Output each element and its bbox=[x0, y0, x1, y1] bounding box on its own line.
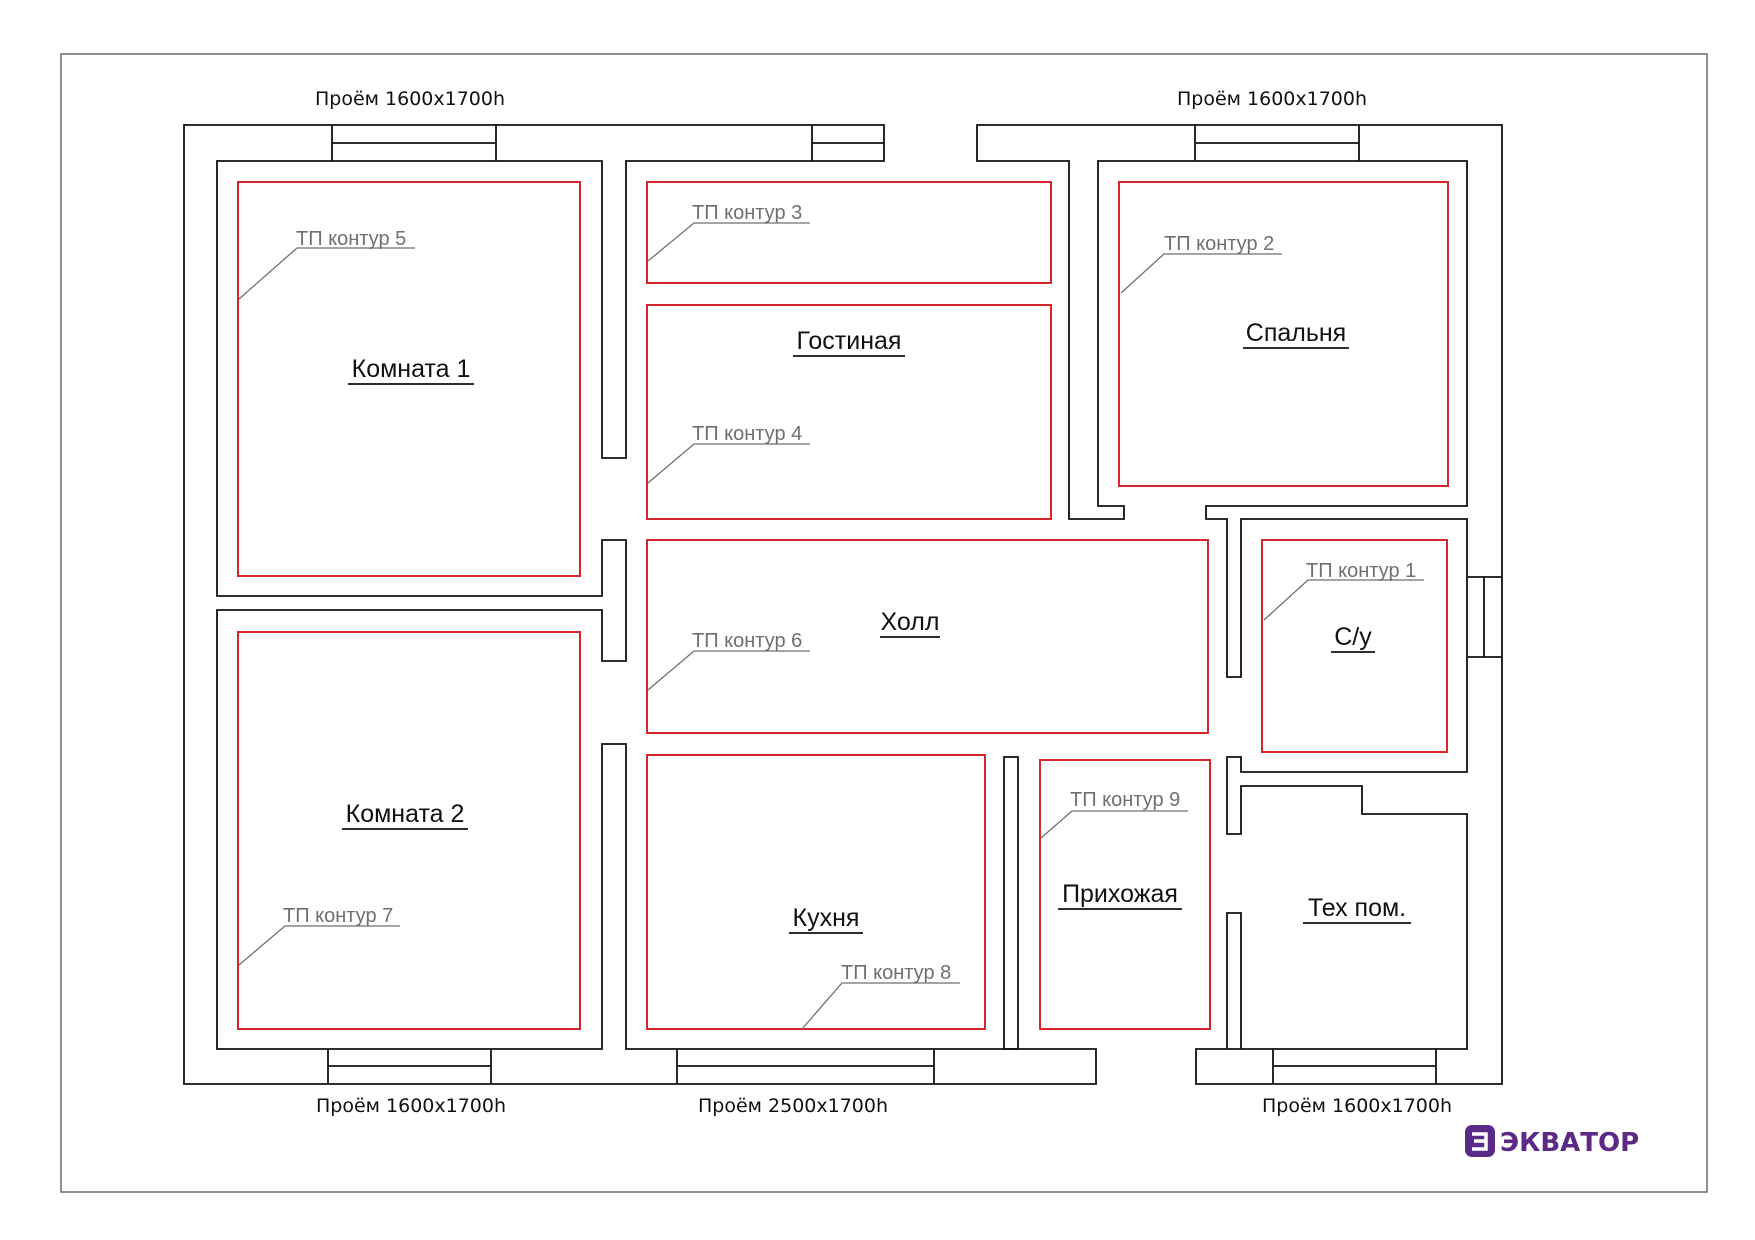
opening-label-top-right: Проём 1600x1700h bbox=[1177, 88, 1367, 110]
room-label-bedroom: Спальня bbox=[1246, 319, 1346, 347]
walls bbox=[183, 124, 1503, 1085]
contour-label-1: ТП контур 1 bbox=[1306, 560, 1416, 582]
contour-label-6: ТП контур 6 bbox=[692, 630, 802, 652]
opening-label-bottom-left: Проём 1600x1700h bbox=[316, 1095, 506, 1117]
contour-room1 bbox=[237, 181, 581, 577]
contour-bathroom bbox=[1261, 539, 1448, 753]
room-label-tech: Тех пом. bbox=[1308, 894, 1406, 922]
opening-label-bottom-middle: Проём 2500x1700h bbox=[698, 1095, 888, 1117]
contour-kitchen bbox=[646, 754, 986, 1030]
heating-contours bbox=[237, 181, 1449, 1030]
contour-label-9: ТП контур 9 bbox=[1070, 789, 1180, 811]
contour-bedroom bbox=[1118, 181, 1449, 487]
contour-c3 bbox=[646, 181, 1052, 284]
contour-hall bbox=[646, 539, 1209, 734]
contour-room2 bbox=[237, 631, 581, 1030]
contour-living bbox=[646, 304, 1052, 520]
room-label-living: Гостиная bbox=[797, 327, 902, 355]
contour-label-3: ТП контур 3 bbox=[692, 202, 802, 224]
room-label-bathroom: С/у bbox=[1334, 623, 1372, 651]
opening-label-bottom-right: Проём 1600x1700h bbox=[1262, 1095, 1452, 1117]
room-label-hall: Холл bbox=[881, 608, 940, 636]
room-label-entrance: Прихожая bbox=[1062, 880, 1178, 908]
opening-label-top-left: Проём 1600x1700h bbox=[315, 88, 505, 110]
contour-label-5: ТП контур 5 bbox=[296, 228, 406, 250]
sheet-frame bbox=[60, 53, 1708, 1193]
contour-label-4: ТП контур 4 bbox=[692, 423, 802, 445]
contour-label-8: ТП контур 8 bbox=[841, 962, 951, 984]
contour-label-2: ТП контур 2 bbox=[1164, 233, 1274, 255]
room-label-kitchen: Кухня bbox=[793, 904, 860, 932]
contour-label-7: ТП контур 7 bbox=[283, 905, 393, 927]
leader-lines bbox=[238, 222, 1424, 1030]
contour-entrance bbox=[1039, 759, 1211, 1030]
brand-logo: ЭКВАТОР bbox=[1465, 1125, 1639, 1158]
room-label-room1: Комната 1 bbox=[352, 355, 471, 383]
room-labels: Комната 1 Гостиная Спальня Холл С/у Комн… bbox=[342, 319, 1411, 934]
logo-text: ЭКВАТОР bbox=[1500, 1128, 1639, 1158]
room-label-room2: Комната 2 bbox=[346, 800, 465, 828]
